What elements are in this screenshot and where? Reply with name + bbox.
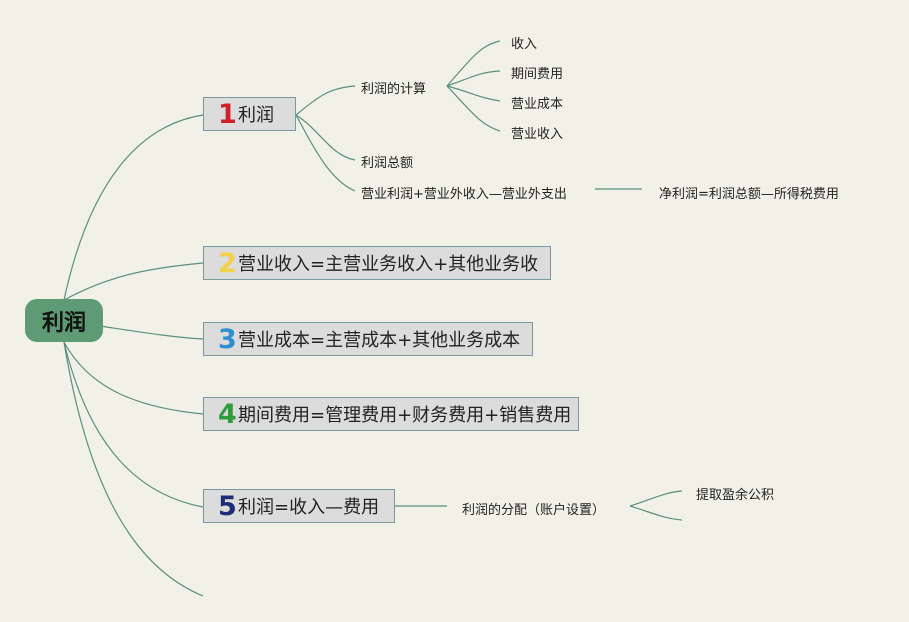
calc-item-1[interactable]: 收入 [511,37,538,52]
link-b1-operating [295,114,356,192]
root-label: 利润 [41,310,86,336]
link-root-branch4 [63,341,204,415]
branch-3-node[interactable]: 3 营业成本=主营成本+其他业务成本 [203,322,533,356]
branch-4-number: 4 [218,398,237,430]
branch-2-number: 2 [218,247,237,279]
total-label[interactable]: 利润总额 [361,156,414,171]
branch-3-number: 3 [218,323,237,355]
dist-item-1[interactable]: 提取盈余公积 [696,488,775,503]
calc-item-4[interactable]: 营业收入 [511,127,564,142]
link-root-branch5 [63,341,204,508]
branch-4-label: 期间费用=管理费用+财务费用+销售费用 [238,405,572,426]
branch-5-label: 利润=收入—费用 [238,497,380,518]
link-root-branch1 [63,114,204,301]
link-calc-3 [446,85,501,102]
root-node[interactable]: 利润 [25,299,103,342]
calc-item-2[interactable]: 期间费用 [511,67,564,82]
branch-3-label: 营业成本=主营成本+其他业务成本 [238,330,521,351]
dist-label[interactable]: 利润的分配（账户设置） [462,503,606,518]
branch-5-number: 5 [218,490,237,522]
link-dist-2 [629,505,683,521]
link-root-branch3 [99,325,204,340]
link-root-branch2 [63,262,204,301]
calc-label[interactable]: 利润的计算 [361,82,427,97]
branch-1-label: 利润 [238,105,274,126]
operating-label[interactable]: 营业利润+营业外收入—营业外支出 [361,187,567,202]
net-label[interactable]: 净利润=利润总额—所得税费用 [659,187,839,202]
link-b1-total [295,114,356,161]
branch-1-number: 1 [218,98,237,130]
calc-item-3[interactable]: 营业成本 [511,97,564,112]
link-b1-calc [295,85,356,116]
branch-5-node[interactable]: 5 利润=收入—费用 [203,489,395,523]
branch-1-node[interactable]: 1 利润 [203,97,296,131]
branch-2-node[interactable]: 2 营业收入=主营业务收入+其他业务收 [203,246,551,280]
branch-2-label: 营业收入=主营业务收入+其他业务收 [238,254,539,275]
link-dist-1 [629,490,683,507]
link-calc-1 [446,40,501,87]
branch-4-node[interactable]: 4 期间费用=管理费用+财务费用+销售费用 [203,397,579,431]
link-calc-2 [446,70,501,87]
link-calc-4 [446,85,501,132]
link-root-extra [63,341,204,597]
